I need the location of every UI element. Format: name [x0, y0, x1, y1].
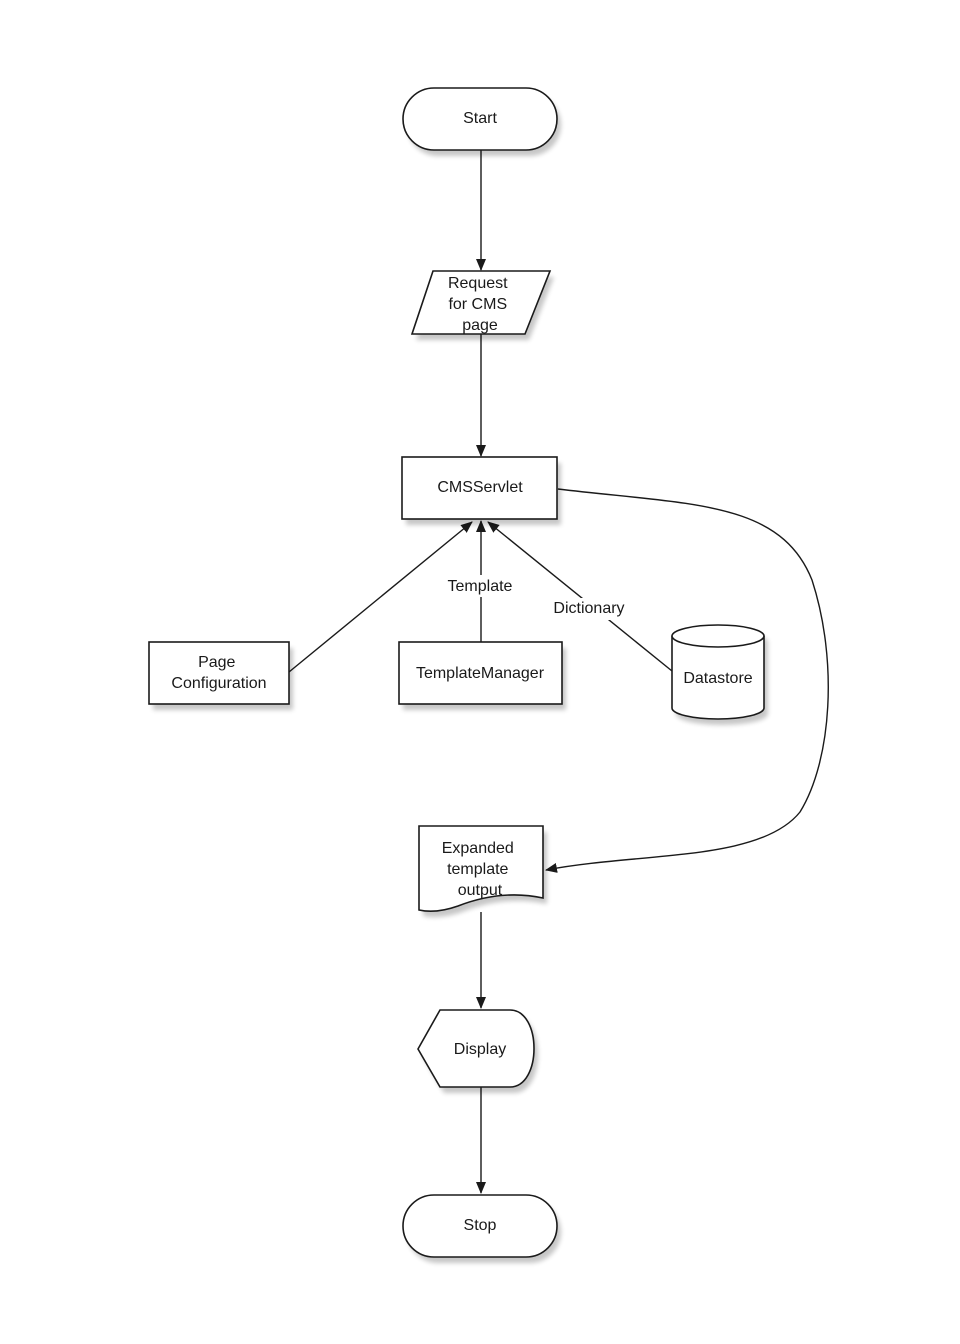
edge-labels: Template Dictionary — [442, 575, 629, 620]
request-label: Request for CMS page — [448, 275, 512, 334]
request-node: Request for CMS page — [410, 270, 554, 340]
datastore-node: Datastore — [671, 624, 768, 725]
expanded-output-label: Expanded template output — [442, 840, 519, 899]
start-node: Start — [402, 87, 561, 156]
edges — [288, 150, 829, 1194]
page-config-node: Page Configuration — [148, 641, 293, 710]
display-label: Display — [454, 1041, 506, 1058]
servlet-label: CMSServlet — [437, 479, 523, 496]
edge-label-dictionary: Dictionary — [553, 600, 624, 617]
start-label: Start — [463, 110, 497, 127]
expanded-output-node: Expanded template output — [418, 825, 547, 918]
stop-label: Stop — [464, 1217, 497, 1234]
edge-servlet-expanded — [545, 488, 829, 873]
page-config-label: Page Configuration — [171, 654, 266, 692]
stop-node: Stop — [402, 1194, 561, 1263]
edge-datastore-servlet — [487, 521, 673, 672]
servlet-node: CMSServlet — [401, 456, 561, 525]
template-manager-label: TemplateManager — [416, 665, 545, 682]
datastore-label: Datastore — [683, 670, 752, 687]
edge-pageconfig-servlet — [288, 521, 473, 673]
edge-label-template: Template — [448, 578, 513, 595]
display-node: Display — [417, 1009, 538, 1093]
template-manager-node: TemplateManager — [398, 641, 566, 710]
